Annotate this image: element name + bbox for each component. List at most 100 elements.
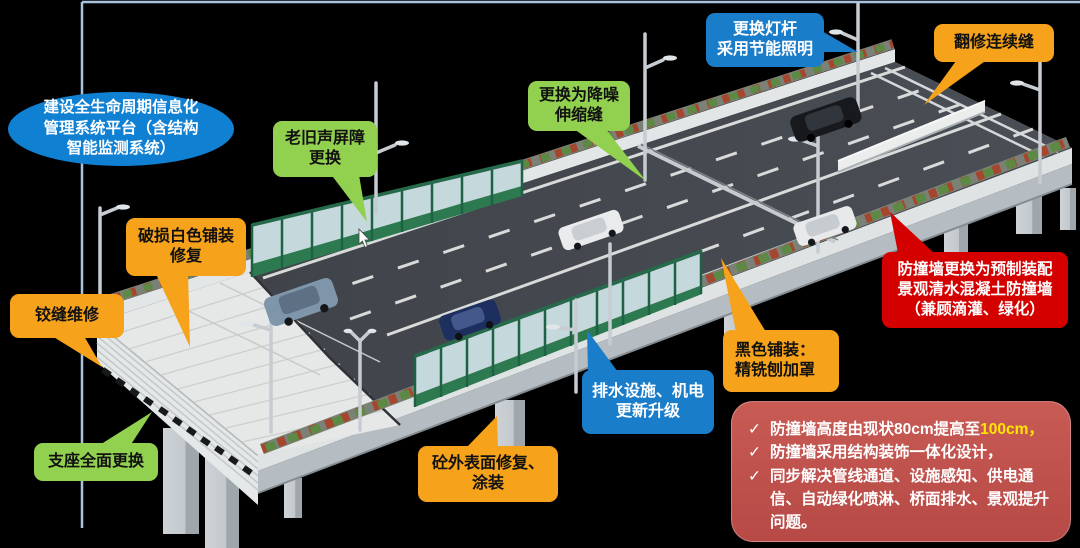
check-icon: ✓ [748,467,761,485]
light-pole [252,310,273,434]
car-wheel [841,225,849,234]
bearing [129,387,140,398]
summary-text: 防撞墙高度由现状80cm提高至 [770,421,981,438]
bearing [158,406,169,417]
tail-old-barrier [330,169,367,222]
white-pavement-slab [97,272,400,455]
tail-continuous-joint [924,59,988,105]
car-wheel [454,332,463,341]
lamp-icon [116,204,130,210]
callout-drainage: 排水设施、机电 更新升级 [582,370,714,434]
lamp-icon [663,55,677,61]
platform-ellipse: 建设全生命周期信息化 管理系统平台（含结构 智能监测系统） [8,92,234,166]
median-barrier-top [837,100,986,162]
callout-lamp: 更换灯杆 采用节能照明 [706,13,824,67]
lamp-icon [1010,80,1024,86]
dashed-lane-line [306,82,940,301]
tail-concrete-surface [466,416,498,448]
guide-line [80,0,1080,528]
callout-tails [52,30,988,448]
car-white-sedan-2 [793,206,857,246]
barrier-glass-panel [415,253,702,395]
summary-box: ✓ 防撞墙高度由现状80cm提高至100cm， ✓ 防撞墙采用结构装饰一体化设计… [731,401,1071,542]
car-roof [805,213,840,237]
bearing [101,367,112,378]
callout-continuous-joint: 翻修连续缝 [934,24,1054,62]
light-pole [558,298,578,394]
car-roof [804,105,844,131]
bearing [143,396,154,407]
car-navy [439,299,501,341]
median-barrier-base [837,111,986,173]
girder-stripes [96,328,259,491]
girder-end-face [97,322,258,505]
mouse-cursor-icon [358,228,371,249]
median-barrier-face [838,100,985,172]
pier [284,478,302,518]
pavement-transverse-joints [169,282,381,376]
callout-barrier-wall: 防撞墙更换为预制装配 景观清水混凝土防撞墙 （兼顾滴灌、绿化） [882,252,1068,328]
check-icon: ✓ [748,421,761,438]
barrier-top-rail [251,159,523,227]
car-wheel [608,229,616,237]
barrier-lower-panel [252,186,522,277]
callout-hinge: 铰缝维修 [10,294,124,338]
lamp-icon [546,324,560,330]
car-white-sedan [558,209,624,251]
tail-noise-joint [570,120,646,181]
tail-black-pavement [721,258,766,332]
barrier-posts [250,160,524,277]
car-wheel [485,321,494,329]
lamp-icon [343,328,353,334]
light-pole [1021,54,1042,185]
lamp-icon [367,328,377,334]
summary-item: ✓ 防撞墙采用结构装饰一体化设计， [748,441,1056,464]
summary-text: 同步解决管线通道、设施感知、供电通信、自动绿化喷淋、桥面排水、景观提升问题。 [770,467,1050,532]
callout-black-pavement: 黑色铺装： 精铣刨加罩 [723,330,839,392]
summary-item: ✓ 同步解决管线通道、设施感知、供电通信、自动绿化喷淋、桥面排水、景观提升问题。 [748,465,1056,535]
pier [1060,188,1076,230]
near-parapet-face [258,148,1072,471]
bearing-row [101,367,253,476]
car-wheel [844,119,853,128]
tail-hinge [52,336,102,367]
bearing [214,445,225,456]
car-wheel [573,242,582,250]
summary-item: ✓ 防撞墙高度由现状80cm提高至100cm， [748,418,1056,441]
girder-bottom-edge [257,183,1073,494]
tail-barrier-wall [890,212,934,253]
car-suv-bluegray [263,277,339,327]
barrier-posts [413,250,703,407]
car-roof [278,285,320,315]
callout-noise-joint: 更换为降噪 伸缩缝 [528,81,630,131]
tail-drainage [587,330,618,372]
callout-white-pavement: 破损白色铺装 修复 [126,218,246,276]
car-wheel [284,317,293,326]
tail-lamp [820,30,858,52]
car-wheel [320,304,329,313]
noise-barrier-far [250,159,524,277]
median-barrier [837,100,986,173]
tail-white-pavement [156,272,190,347]
car-wheel [807,238,816,246]
lamp-icon [240,321,254,327]
summary-highlight: 100cm， [980,421,1044,438]
median-line [386,112,1002,337]
summary-text: 防撞墙采用结构装饰一体化设计， [770,444,1003,462]
light-pole [643,32,665,182]
light-pole-median [349,330,371,432]
bearing [115,377,126,388]
noise-barrier-near [413,249,703,407]
lamp-icon [395,140,409,146]
car-black-suv [790,97,862,142]
near-girder-band [258,164,1072,493]
barrier-glass-panel [252,163,522,264]
bearing [172,416,183,427]
dashed-lane-line [349,98,974,321]
edge-line-far [262,65,906,280]
bridge-deck [97,62,1072,455]
barrier-lower-panel [415,285,702,407]
barrier-top-rail [414,249,703,358]
